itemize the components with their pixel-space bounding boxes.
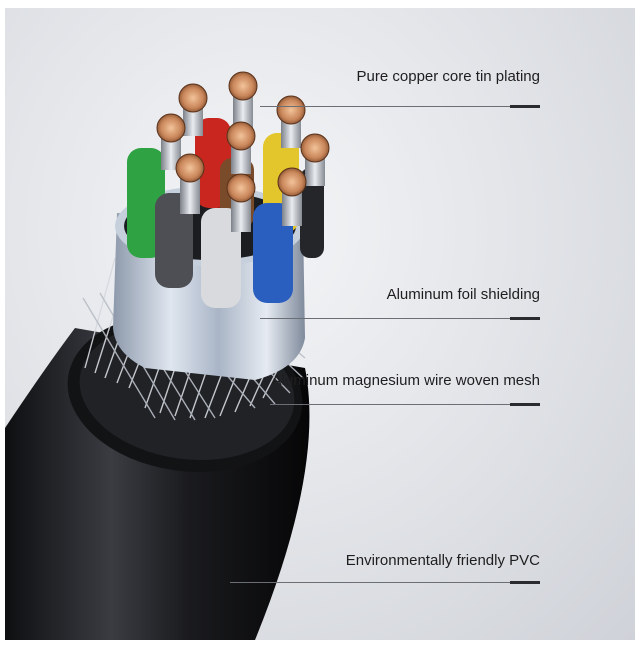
leader-line-mesh	[270, 403, 540, 406]
leader-line-copper-core	[260, 105, 540, 108]
callout-woven-mesh: Aluminum magnesium wire woven mesh	[271, 372, 540, 389]
callout-pvc-jacket: Environmentally friendly PVC	[345, 552, 540, 569]
product-photo: Pure copper core tin plating Aluminum fo…	[5, 8, 635, 640]
callout-foil-shielding: Aluminum foil shielding	[386, 286, 540, 303]
leader-line-pvc	[230, 581, 540, 584]
copper-core-ends	[156, 71, 330, 203]
leader-line-foil	[260, 317, 540, 320]
cable-cross-section-illustration	[5, 71, 330, 640]
callout-copper-core: Pure copper core tin plating	[356, 68, 540, 85]
